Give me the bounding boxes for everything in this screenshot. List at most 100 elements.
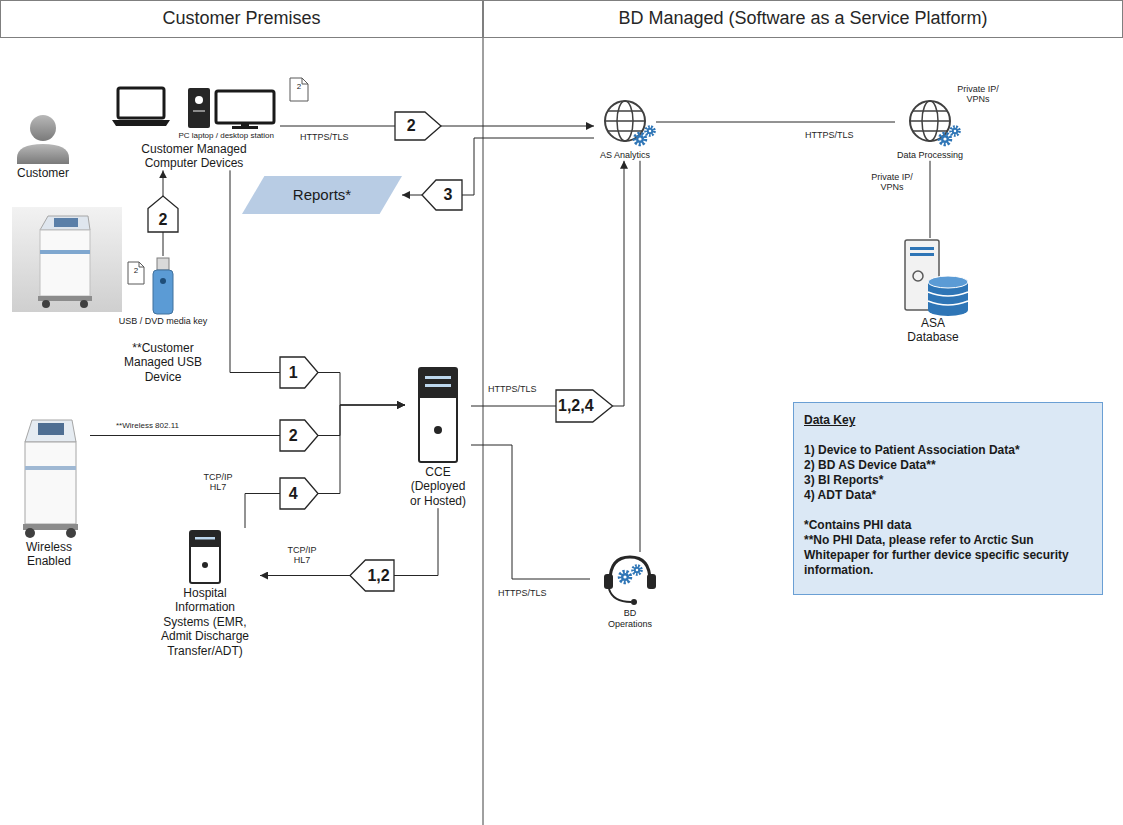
node-text: **Customer Managed USB Device (115, 341, 211, 384)
database-top (928, 276, 968, 288)
connector (163, 170, 164, 196)
connector (402, 195, 422, 196)
callout-shape (280, 420, 318, 451)
node-text: Customer (17, 166, 69, 180)
usb-connector (157, 258, 169, 270)
header-band: Customer Premises (0, 0, 483, 38)
callout-number: 1 (280, 357, 318, 388)
node-text: AS Analytics (600, 150, 650, 161)
tower-drive (195, 96, 203, 104)
computer-icons (112, 88, 274, 129)
person-head (30, 115, 56, 141)
connector (613, 161, 624, 406)
server-disc (913, 271, 923, 281)
callout-shape (422, 180, 462, 210)
icon-node: USB / DVD media key **Customer Managed US… (108, 256, 218, 384)
server-bay (425, 384, 451, 387)
connector (318, 405, 405, 494)
connector (394, 508, 438, 575)
server-bay (195, 537, 215, 540)
monitor-foot (232, 126, 258, 129)
icon-node: ASA Database (893, 238, 973, 345)
gear-symbol (635, 134, 646, 145)
device-wheel (25, 528, 35, 538)
connector (471, 406, 556, 407)
text-label: HTTPS/TLS (488, 384, 537, 394)
callout-outline (556, 390, 613, 422)
connector (656, 122, 895, 123)
gear-symbol (951, 127, 960, 136)
report-shape: Reports* (242, 176, 402, 214)
node-text: BD Operations (604, 608, 656, 630)
connector (280, 126, 395, 127)
connector (318, 373, 405, 406)
text-label: Private IP/ VPNs (952, 84, 1004, 105)
callout-number: 2 (280, 420, 318, 451)
usb-key-icon (153, 258, 173, 314)
device-head (40, 216, 90, 230)
his-server-icon (190, 531, 220, 583)
headset-icon (604, 557, 656, 605)
node-text: Data Processing (897, 150, 963, 161)
callout-shape (280, 357, 318, 388)
person-icon (17, 115, 69, 164)
text-label: **Wireless 802.11 (116, 421, 179, 430)
device-stripe (40, 250, 90, 254)
device-screen (54, 218, 78, 227)
globe-parallels (910, 111, 950, 131)
text-label: HTTPS/TLS (805, 130, 854, 140)
document-fold (302, 78, 308, 84)
callout-outline (280, 357, 318, 388)
callout-number: 1,2 (350, 560, 394, 591)
desktop-tower (188, 88, 210, 128)
text-label: 2 (290, 82, 308, 91)
node-text: CCE (Deployed or Hosted) (405, 465, 471, 508)
device-body (25, 442, 76, 524)
node-text: Hospital Information Systems (EMR, Admit… (152, 586, 258, 658)
headset-mic-arm (609, 589, 631, 602)
callout-number-text: 1,2 (367, 566, 389, 585)
callout-number: 2 (395, 112, 441, 140)
usb-body (153, 270, 173, 314)
callout-outline (280, 478, 318, 509)
device-screen (38, 423, 64, 435)
gear-symbol (646, 127, 655, 136)
device-wheel (66, 528, 76, 538)
callout-number-text: 1 (289, 363, 298, 382)
laptop-screen (118, 88, 164, 118)
callout-number: 2 (148, 196, 178, 232)
callout-outline (350, 560, 394, 591)
server-button (434, 426, 442, 434)
connector (471, 445, 590, 579)
icon-node: Hospital Information Systems (EMR, Admit… (150, 528, 260, 658)
callout-shape (280, 478, 318, 509)
connector (462, 138, 594, 195)
text-label: TCP/IP HL7 (198, 472, 238, 493)
node-text: 4) ADT Data* (804, 488, 1092, 503)
node-text: USB / DVD media key (119, 316, 208, 327)
node-text: 3) BI Reports* (804, 473, 1092, 488)
callout-number-text: 2 (407, 116, 416, 135)
text-label: 2 (128, 266, 144, 275)
gear-symbol (633, 566, 642, 575)
node-text: Data Key (804, 413, 1092, 428)
connector (441, 126, 594, 127)
callout-number: 3 (422, 180, 462, 210)
headset-mic (631, 599, 637, 605)
globe-icon (910, 101, 959, 145)
data-key-box: Data Key1) Device to Patient Association… (793, 402, 1103, 595)
connector (318, 405, 405, 436)
device-wheel (42, 300, 50, 308)
laptop-base (112, 120, 170, 126)
connector (245, 494, 280, 529)
node-text: ASA Database (902, 316, 964, 345)
server-bay (910, 253, 934, 256)
callout-number: 1,2,4 (556, 390, 613, 422)
callout-outline (395, 112, 441, 140)
callout-number: 4 (280, 478, 318, 509)
icon-node: Customer (12, 110, 74, 180)
document-icon (290, 78, 308, 101)
icon-node: PC laptop / desktop stationCustomer Mana… (108, 86, 280, 170)
connector (260, 575, 350, 576)
server-bay (425, 376, 451, 379)
